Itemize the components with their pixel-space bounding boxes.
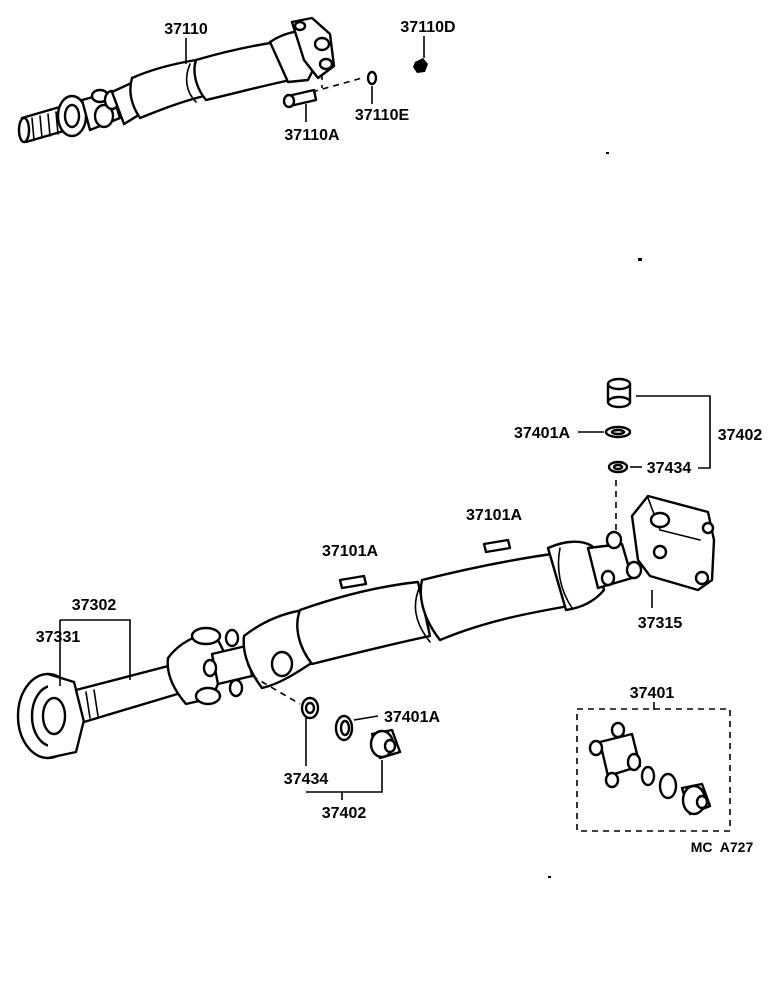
label-37402-top: 37402 [718,427,763,444]
figure-code: MC A727 [691,839,754,855]
seal-37434-bottom [300,696,320,720]
label-37331: 37331 [36,629,81,646]
snap-ring-37401a-top [604,425,632,439]
scan-speck [606,152,609,154]
label-37315: 37315 [638,615,683,632]
label-37302: 37302 [72,597,117,614]
bolt-37110A [282,88,318,109]
bearing-cup-37402-bottom [369,728,402,760]
snap-ring-37401a-bottom [334,714,354,742]
scan-speck [548,876,551,878]
label-37401a-top: 37401A [514,425,570,442]
label-37110e: 37110E [355,107,410,124]
label-37401a-bottom: 37401A [384,709,440,726]
label-37110a: 37110A [284,127,340,144]
label-37110d: 37110D [400,19,455,36]
universal-joint-kit-box [576,708,731,832]
universal-joint-kit-37401 [588,721,712,816]
rear-propeller-shaft-assembly [16,480,716,760]
washer-37110E [366,70,378,86]
label-37401: 37401 [630,685,675,702]
front-propeller-shaft-assembly [17,16,363,144]
label-37402-bottom: 37402 [322,805,367,822]
balance-weight-37101a-left [338,574,368,590]
seal-37434-top [607,460,629,474]
nut-37110D [413,58,428,73]
label-37101a-left: 37101A [322,543,378,560]
label-37434-top: 37434 [647,460,692,477]
bearing-cup-37402-top [606,377,632,409]
label-37101a-right: 37101A [466,507,522,524]
label-37434-bottom: 37434 [284,771,329,788]
balance-weight-37101a-right [482,538,512,554]
label-37110: 37110 [164,21,208,38]
scan-speck [638,258,642,261]
